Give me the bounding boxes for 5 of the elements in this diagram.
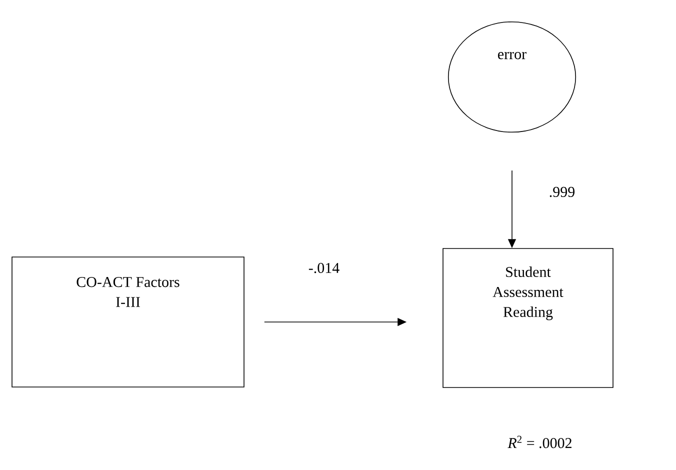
variable-box: Student Assessment Reading <box>442 248 614 388</box>
path-coefficient: -.014 <box>307 262 341 274</box>
variable-box: CO-ACT Factors I-III <box>12 256 244 388</box>
fit-statistic: R$^{2}$ = .0002 <box>508 436 572 448</box>
path-coefficient: .999 <box>548 186 576 198</box>
